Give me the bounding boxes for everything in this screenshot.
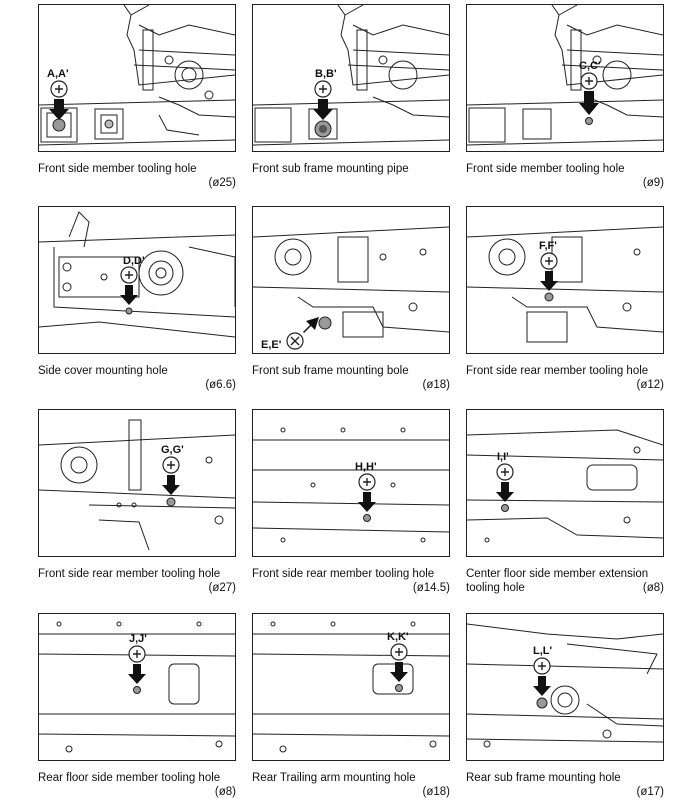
panel-frame: C,C' bbox=[466, 4, 664, 152]
rear-floor-side-member-drawing: J,J' bbox=[39, 621, 235, 753]
panel-frame: K,K' bbox=[252, 613, 450, 761]
label-f: F,F' bbox=[539, 240, 557, 252]
panel-caption: Front side member tooling hole (ø25) bbox=[38, 163, 236, 189]
label-b: B,B' bbox=[315, 68, 337, 80]
panel-caption: Rear floor side member tooling hole (ø8) bbox=[38, 772, 236, 798]
panel-caption: Front side rear member tooling hole (ø27… bbox=[38, 568, 236, 594]
panel-caption: Rear Trailing arm mounting hole (ø18) bbox=[252, 772, 450, 798]
panel-frame: G,G' bbox=[38, 409, 236, 557]
panel-caption: Front side rear member tooling hole (ø12… bbox=[466, 365, 664, 391]
label-c: C,C' bbox=[579, 60, 601, 72]
label-e: E,E' bbox=[261, 339, 282, 351]
label-l: L,L' bbox=[533, 645, 552, 657]
front-side-rear-member-drawing: G,G' bbox=[39, 419, 235, 551]
panel-frame: I,I' bbox=[466, 409, 664, 557]
label-h: H,H' bbox=[355, 461, 377, 473]
label-i: I,I' bbox=[497, 451, 509, 463]
center-floor-side-member-drawing: I,I' bbox=[467, 429, 663, 543]
diagram-panel-e: E,E' Front sub frame mounting bole (ø18) bbox=[252, 206, 452, 396]
label-d: D,D' bbox=[123, 255, 145, 267]
panel-frame: F,F' bbox=[466, 206, 664, 354]
label-k: K,K' bbox=[387, 631, 409, 643]
label-j: J,J' bbox=[129, 633, 147, 645]
front-sub-frame-drawing: E,E' bbox=[253, 226, 449, 351]
panel-frame: E,E' bbox=[252, 206, 450, 354]
front-sub-frame-drawing: B,B' bbox=[253, 5, 449, 146]
diagram-panel-l: L,L' Rear sub frame mounting hole (ø17) bbox=[466, 613, 666, 803]
diagram-panel-i: I,I' Center floor side member extension … bbox=[466, 409, 666, 599]
diagram-panel-j: J,J' Rear floor side member tooling hole… bbox=[38, 613, 238, 803]
panel-caption: Center floor side member extension tooli… bbox=[466, 568, 664, 594]
panel-caption: Front side member tooling hole (ø9) bbox=[466, 163, 664, 189]
panel-frame: L,L' bbox=[466, 613, 664, 761]
panel-caption: Front side rear member tooling hole (ø14… bbox=[252, 568, 450, 594]
panel-frame: D,D' bbox=[38, 206, 236, 354]
panel-caption: Front sub frame mounting bole (ø18) bbox=[252, 365, 450, 391]
diagram-panel-k: K,K' Rear Trailing arm mounting hole (ø1… bbox=[252, 613, 452, 803]
diagram-panel-d: D,D' Side cover mounting hole (ø6.6) bbox=[38, 206, 238, 396]
label-g: G,G' bbox=[161, 444, 184, 456]
label-a: A,A' bbox=[47, 68, 69, 80]
panel-caption: Rear sub frame mounting hole (ø17) bbox=[466, 772, 664, 798]
diagram-panel-a: A,A' Front side member tooling hole (ø25… bbox=[38, 4, 238, 194]
diagram-panel-h: H,H' Front side rear member tooling hole… bbox=[252, 409, 452, 599]
panel-frame: H,H' bbox=[252, 409, 450, 557]
front-side-rear-member-drawing: F,F' bbox=[467, 226, 663, 343]
front-side-member-drawing: A,A' bbox=[39, 5, 235, 146]
side-cover-drawing: D,D' bbox=[39, 211, 235, 338]
panel-frame: J,J' bbox=[38, 613, 236, 761]
panel-frame: B,B' bbox=[252, 4, 450, 152]
diagram-panel-c: C,C' Front side member tooling hole (ø9) bbox=[466, 4, 666, 194]
diagram-panel-f: F,F' Front side rear member tooling hole… bbox=[466, 206, 666, 396]
panel-caption: Front sub frame mounting pipe bbox=[252, 163, 409, 175]
front-side-member-drawing: C,C' bbox=[467, 5, 663, 146]
rear-trailing-arm-drawing: K,K' bbox=[253, 621, 449, 753]
rear-sub-frame-drawing: L,L' bbox=[467, 623, 663, 748]
diagram-panel-g: G,G' Front side rear member tooling hole… bbox=[38, 409, 238, 599]
diagram-panel-b: B,B' Front sub frame mounting pipe bbox=[252, 4, 452, 194]
front-side-rear-member-drawing: H,H' bbox=[253, 427, 449, 543]
panel-frame: A,A' bbox=[38, 4, 236, 152]
panel-caption: Side cover mounting hole (ø6.6) bbox=[38, 365, 236, 391]
